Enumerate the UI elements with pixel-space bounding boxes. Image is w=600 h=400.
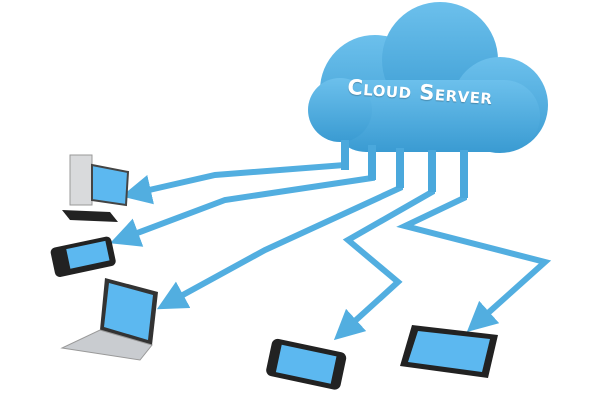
tablet-icon bbox=[400, 325, 498, 378]
cloud-shape bbox=[308, 2, 548, 153]
connection-arrows bbox=[109, 140, 552, 341]
arrow-to-laptop bbox=[156, 140, 403, 310]
smartphone-2-icon bbox=[266, 338, 347, 390]
arrow-to-tablet bbox=[396, 140, 552, 333]
arrow-to-phone-2 bbox=[333, 140, 435, 341]
smartphone-icon bbox=[50, 236, 116, 277]
desktop-computer-icon bbox=[62, 154, 130, 222]
laptop-icon bbox=[60, 278, 158, 361]
cloud-pillars bbox=[341, 140, 468, 198]
